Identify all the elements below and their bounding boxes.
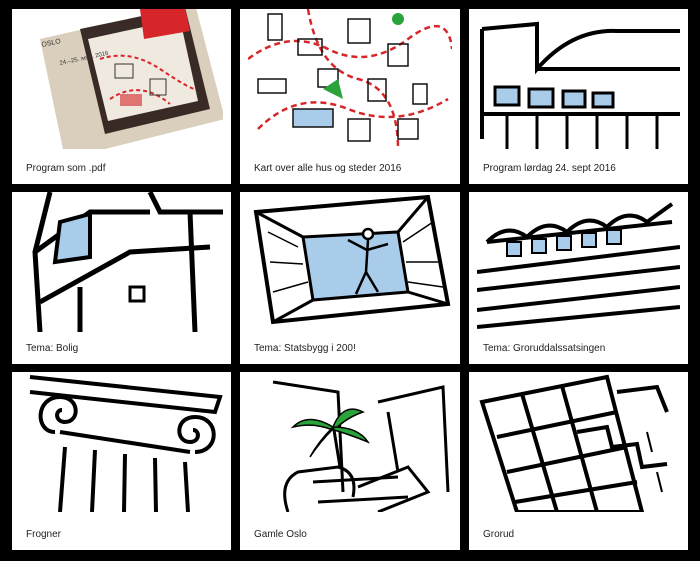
- tile-caption: Tema: Bolig: [26, 343, 79, 354]
- stair-house-sketch-icon: [20, 192, 223, 332]
- tile-caption: Tema: Groruddalssatsingen: [483, 343, 606, 354]
- map-sketch-icon: [248, 9, 452, 149]
- program-pdf-cover-icon: OSLO OPEN HOUSE OSLO 24.–25. sept. 2016: [20, 9, 223, 149]
- tile-program-saturday[interactable]: Program lørdag 24. sept 2016: [469, 9, 688, 184]
- tile-theme-statsbygg[interactable]: Tema: Statsbygg i 200!: [240, 192, 460, 364]
- tile-grorud[interactable]: Grorud: [469, 372, 688, 550]
- tile-gamle-oslo[interactable]: Gamle Oslo: [240, 372, 460, 550]
- tile-caption: Kart over alle hus og steder 2016: [254, 163, 402, 174]
- grid-facade-sketch-icon: [477, 372, 680, 512]
- ionic-column-sketch-icon: [20, 372, 223, 512]
- tile-caption: Tema: Statsbygg i 200!: [254, 343, 356, 354]
- tile-program-pdf[interactable]: OSLO OPEN HOUSE OSLO 24.–25. sept. 2016 …: [12, 9, 231, 184]
- tile-caption: Frogner: [26, 529, 62, 540]
- wavy-roof-building-sketch-icon: [477, 192, 680, 332]
- tile-caption: Program lørdag 24. sept 2016: [483, 163, 616, 174]
- tile-map[interactable]: Kart over alle hus og steder 2016: [240, 9, 460, 184]
- tile-theme-housing[interactable]: Tema: Bolig: [12, 192, 231, 364]
- tile-caption: Gamle Oslo: [254, 529, 307, 540]
- tile-caption: Grorud: [483, 529, 515, 540]
- figure-in-window-sketch-icon: [248, 192, 452, 332]
- palm-interior-sketch-icon: [248, 372, 452, 512]
- tile-caption: Program som .pdf: [26, 163, 106, 174]
- tile-theme-groruddal[interactable]: Tema: Groruddalssatsingen: [469, 192, 688, 364]
- curved-building-sketch-icon: [477, 9, 680, 149]
- cover-city-text: OSLO: [41, 38, 62, 49]
- tile-frogner[interactable]: Frogner: [12, 372, 231, 550]
